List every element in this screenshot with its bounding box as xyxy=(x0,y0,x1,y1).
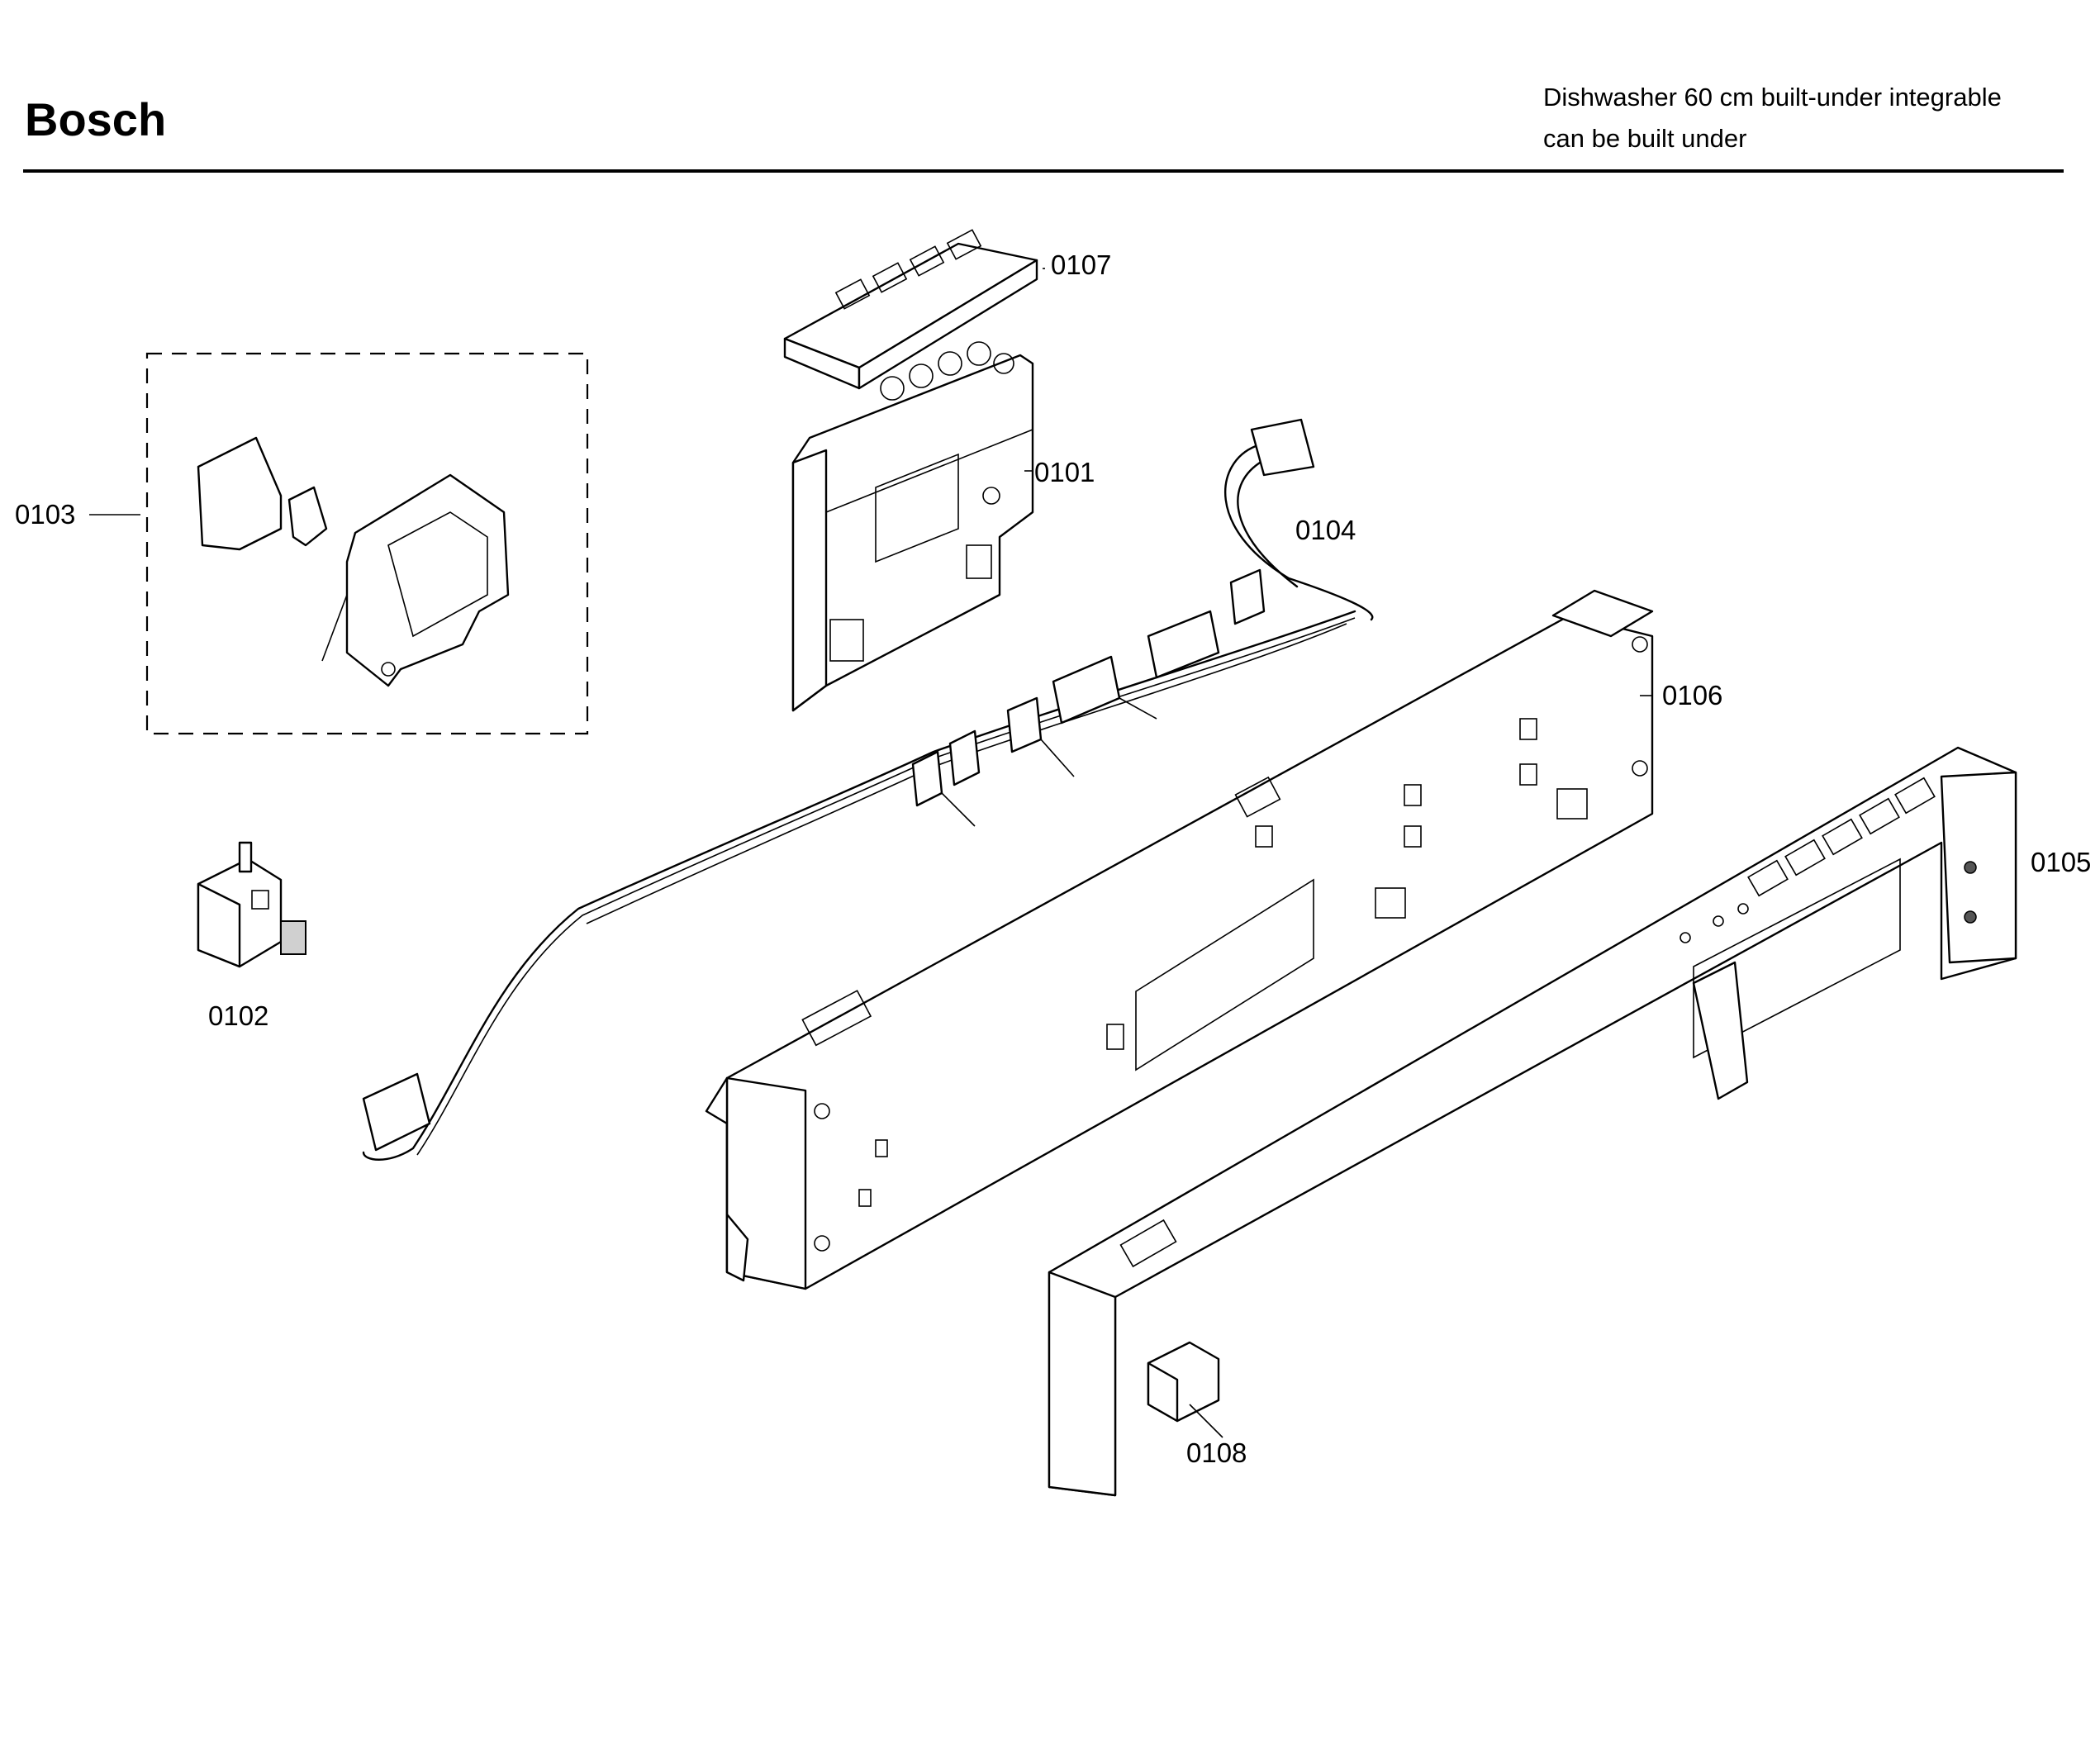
header-divider xyxy=(23,169,2064,173)
label-0103: 0103 xyxy=(15,499,75,530)
part-0105-fascia-trim[interactable] xyxy=(1048,746,2017,1497)
part-0101-control-module[interactable] xyxy=(791,341,1034,712)
label-0104: 0104 xyxy=(1295,515,1356,545)
part-0107-button-strip[interactable] xyxy=(783,229,1045,390)
label-0108: 0108 xyxy=(1186,1437,1247,1468)
label-0106: 0106 xyxy=(1662,680,1722,710)
appliance-installation-note: can be built under xyxy=(1543,124,1747,153)
label-0105: 0105 xyxy=(2031,847,2091,877)
appliance-description: Dishwasher 60 cm built-under integrable xyxy=(1543,83,2002,112)
label-0107: 0107 xyxy=(1051,249,1111,280)
part-0102-relay[interactable] xyxy=(197,841,306,968)
part-0103-relay-assembly[interactable] xyxy=(145,352,589,735)
label-0102: 0102 xyxy=(208,1000,268,1031)
part-0106-panel-frame[interactable] xyxy=(705,589,1654,1290)
part-0108-block[interactable] xyxy=(1147,1341,1220,1423)
part-0104-wiring-harness[interactable] xyxy=(362,418,1374,1161)
brand-title: Bosch xyxy=(25,93,167,145)
label-0101: 0101 xyxy=(1034,457,1095,487)
